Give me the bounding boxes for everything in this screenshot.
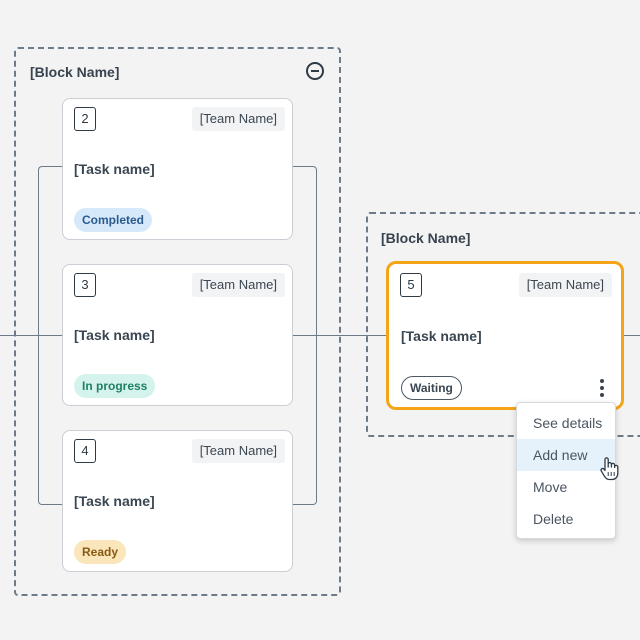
team-tag: [Team Name]: [191, 273, 285, 297]
block-title: [Block Name]: [381, 230, 471, 246]
task-card[interactable]: 3 [Team Name] [Task name] In progress: [62, 264, 293, 406]
connector-right: [622, 335, 640, 336]
menu-item-delete[interactable]: Delete: [533, 511, 574, 527]
block-container[interactable]: [14, 47, 341, 596]
status-badge: In progress: [74, 374, 156, 398]
task-number: 3: [74, 273, 96, 297]
task-name: [Task name]: [74, 327, 155, 343]
task-number: 5: [400, 273, 422, 297]
team-tag: [Team Name]: [191, 107, 285, 131]
status-badge: Ready: [74, 540, 127, 564]
task-name: [Task name]: [74, 161, 155, 177]
menu-item-move[interactable]: Move: [533, 479, 568, 495]
status-badge: Completed: [74, 208, 153, 232]
block-title: [Block Name]: [30, 64, 120, 80]
context-menu: See details Add new Move Delete: [516, 402, 616, 539]
connector-right-middle: [292, 335, 317, 336]
task-name: [Task name]: [401, 328, 482, 344]
task-card[interactable]: 2 [Team Name] [Task name] Completed: [62, 98, 293, 240]
menu-item-add-new[interactable]: Add new: [517, 439, 615, 471]
connector-between-blocks: [317, 335, 387, 336]
status-badge: Waiting: [401, 376, 462, 400]
connector-left: [0, 335, 38, 336]
task-card[interactable]: 4 [Team Name] [Task name] Ready: [62, 430, 293, 572]
hand-pointer-icon: [600, 457, 619, 481]
team-tag: [Team Name]: [518, 273, 612, 297]
minus-circle-icon[interactable]: [305, 61, 325, 81]
task-number: 4: [74, 439, 96, 463]
task-number: 2: [74, 107, 96, 131]
team-tag: [Team Name]: [191, 439, 285, 463]
more-vertical-icon[interactable]: [596, 377, 608, 399]
task-name: [Task name]: [74, 493, 155, 509]
block-container[interactable]: [366, 212, 640, 437]
task-card-selected[interactable]: 5 [Team Name] [Task name] Waiting: [386, 261, 624, 410]
menu-item-see-details[interactable]: See details: [533, 415, 603, 431]
connector-left-middle: [38, 335, 63, 336]
